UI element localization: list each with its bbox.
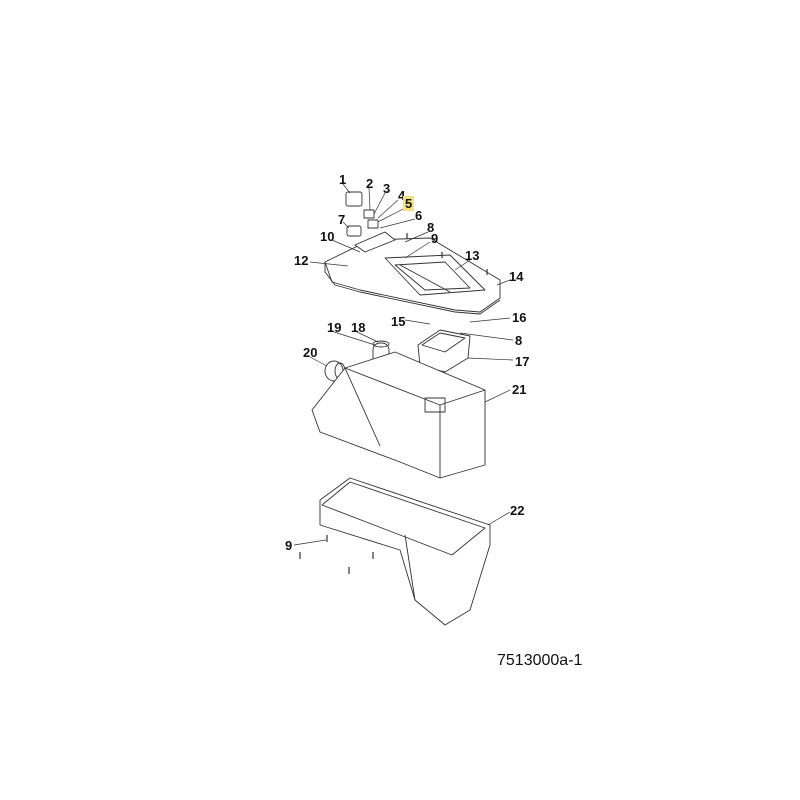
leader-lines bbox=[293, 183, 514, 546]
callout-part-14[interactable]: 14 bbox=[509, 269, 524, 284]
callout-part-8[interactable]: 8 bbox=[515, 333, 523, 348]
callout-part-16[interactable]: 16 bbox=[512, 310, 527, 325]
switch-assembly-parts bbox=[345, 191, 396, 253]
callout-part-5[interactable]: 5 bbox=[403, 196, 415, 211]
callout-part-10[interactable]: 10 bbox=[320, 229, 335, 244]
tray-part-22 bbox=[319, 477, 491, 626]
callout-part-6[interactable]: 6 bbox=[415, 208, 423, 223]
callout-part-17[interactable]: 17 bbox=[515, 354, 530, 369]
callout-part-22[interactable]: 22 bbox=[510, 503, 525, 518]
callout-part-3[interactable]: 3 bbox=[383, 181, 391, 196]
callout-part-1[interactable]: 1 bbox=[339, 172, 347, 187]
callout-part-18[interactable]: 18 bbox=[351, 320, 366, 335]
callout-part-13[interactable]: 13 bbox=[465, 248, 480, 263]
housing-part-21 bbox=[311, 351, 486, 479]
figure-id-label: 7513000a-1 bbox=[497, 652, 583, 669]
callout-part-8[interactable]: 8 bbox=[427, 220, 435, 235]
callout-part-20[interactable]: 20 bbox=[303, 345, 318, 360]
top-cover-part bbox=[324, 237, 501, 315]
callout-part-4[interactable]: 4 bbox=[398, 188, 406, 203]
screws-part-9 bbox=[299, 233, 488, 574]
callout-part-9[interactable]: 9 bbox=[431, 231, 439, 246]
callout-part-9[interactable]: 9 bbox=[285, 538, 293, 553]
callout-part-15[interactable]: 15 bbox=[391, 314, 406, 329]
callout-part-21[interactable]: 21 bbox=[512, 382, 527, 397]
callout-part-19[interactable]: 19 bbox=[327, 320, 342, 335]
callout-part-2[interactable]: 2 bbox=[366, 176, 374, 191]
callout-part-12[interactable]: 12 bbox=[294, 253, 309, 268]
callout-part-7[interactable]: 7 bbox=[338, 212, 346, 227]
